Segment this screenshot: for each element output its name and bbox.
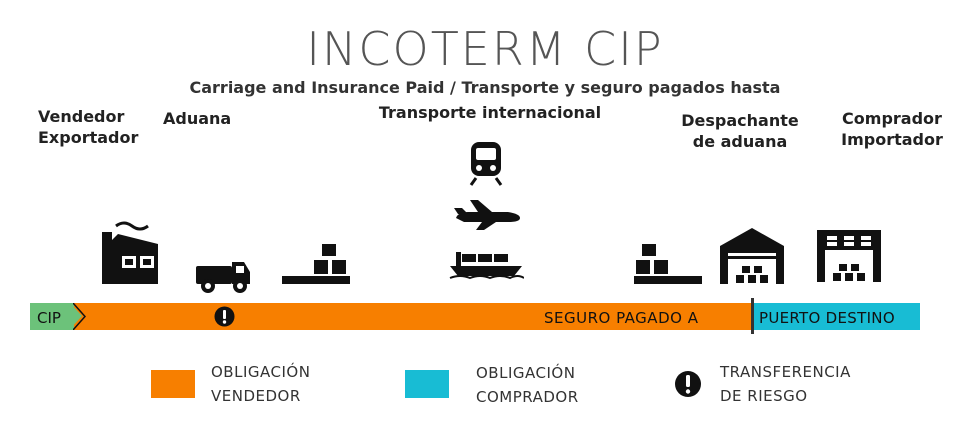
- seller-label-line2: Exportador: [38, 128, 139, 147]
- legend-buyer-line1: OBLIGACIÓN: [476, 364, 576, 382]
- loading-dock-icon-destination: [634, 242, 702, 286]
- ship-icon: [448, 250, 524, 280]
- page-subtitle: Carriage and Insurance Paid / Transporte…: [189, 78, 781, 97]
- factory-icon: [98, 220, 164, 286]
- legend-buyer-text: OBLIGACIÓN COMPRADOR: [476, 361, 579, 409]
- truck-icon: [194, 258, 252, 294]
- risk-divider: [751, 298, 754, 334]
- warehouse-icon-buyer: [815, 228, 883, 284]
- legend-risk-line2: DE RIESGO: [720, 387, 808, 405]
- warehouse-icon: [718, 226, 786, 286]
- cip-arrow-edge: [73, 303, 87, 330]
- cip-label: CIP: [37, 309, 61, 327]
- legend-risk-icon: [674, 370, 702, 398]
- broker-label: Despachante de aduana: [660, 110, 820, 152]
- loading-dock-icon: [282, 242, 350, 286]
- insurance-label: SEGURO PAGADO A: [544, 309, 699, 327]
- legend-risk-line1: TRANSFERENCIA: [720, 363, 851, 381]
- buyer-label: Comprador Importador: [832, 108, 952, 150]
- transport-label: Transporte internacional: [378, 103, 602, 122]
- legend-risk-text: TRANSFERENCIA DE RIESGO: [720, 360, 851, 408]
- broker-label-line1: Despachante: [681, 111, 799, 130]
- legend-seller-line2: VENDEDOR: [211, 387, 301, 405]
- page-title: INCOTERM CIP: [306, 22, 664, 76]
- destination-label: PUERTO DESTINO: [759, 309, 895, 327]
- seller-obligation-bar: [74, 303, 754, 330]
- legend-seller-line1: OBLIGACIÓN: [211, 363, 311, 381]
- broker-label-line2: de aduana: [692, 132, 788, 151]
- seller-label: Vendedor Exportador: [38, 106, 138, 148]
- risk-transfer-icon: [214, 306, 235, 327]
- legend-seller-text: OBLIGACIÓN VENDEDOR: [211, 360, 310, 408]
- legend-buyer-line2: COMPRADOR: [476, 388, 579, 406]
- buyer-label-line1: Comprador: [842, 109, 942, 128]
- seller-label-line1: Vendedor: [38, 107, 125, 126]
- airplane-icon: [452, 198, 522, 230]
- legend-buyer-swatch: [405, 370, 449, 398]
- train-icon: [468, 140, 504, 186]
- buyer-obligation-bar: [754, 303, 920, 330]
- customs-label: Aduana: [163, 109, 232, 128]
- legend-seller-swatch: [151, 370, 195, 398]
- buyer-label-line2: Importador: [841, 130, 943, 149]
